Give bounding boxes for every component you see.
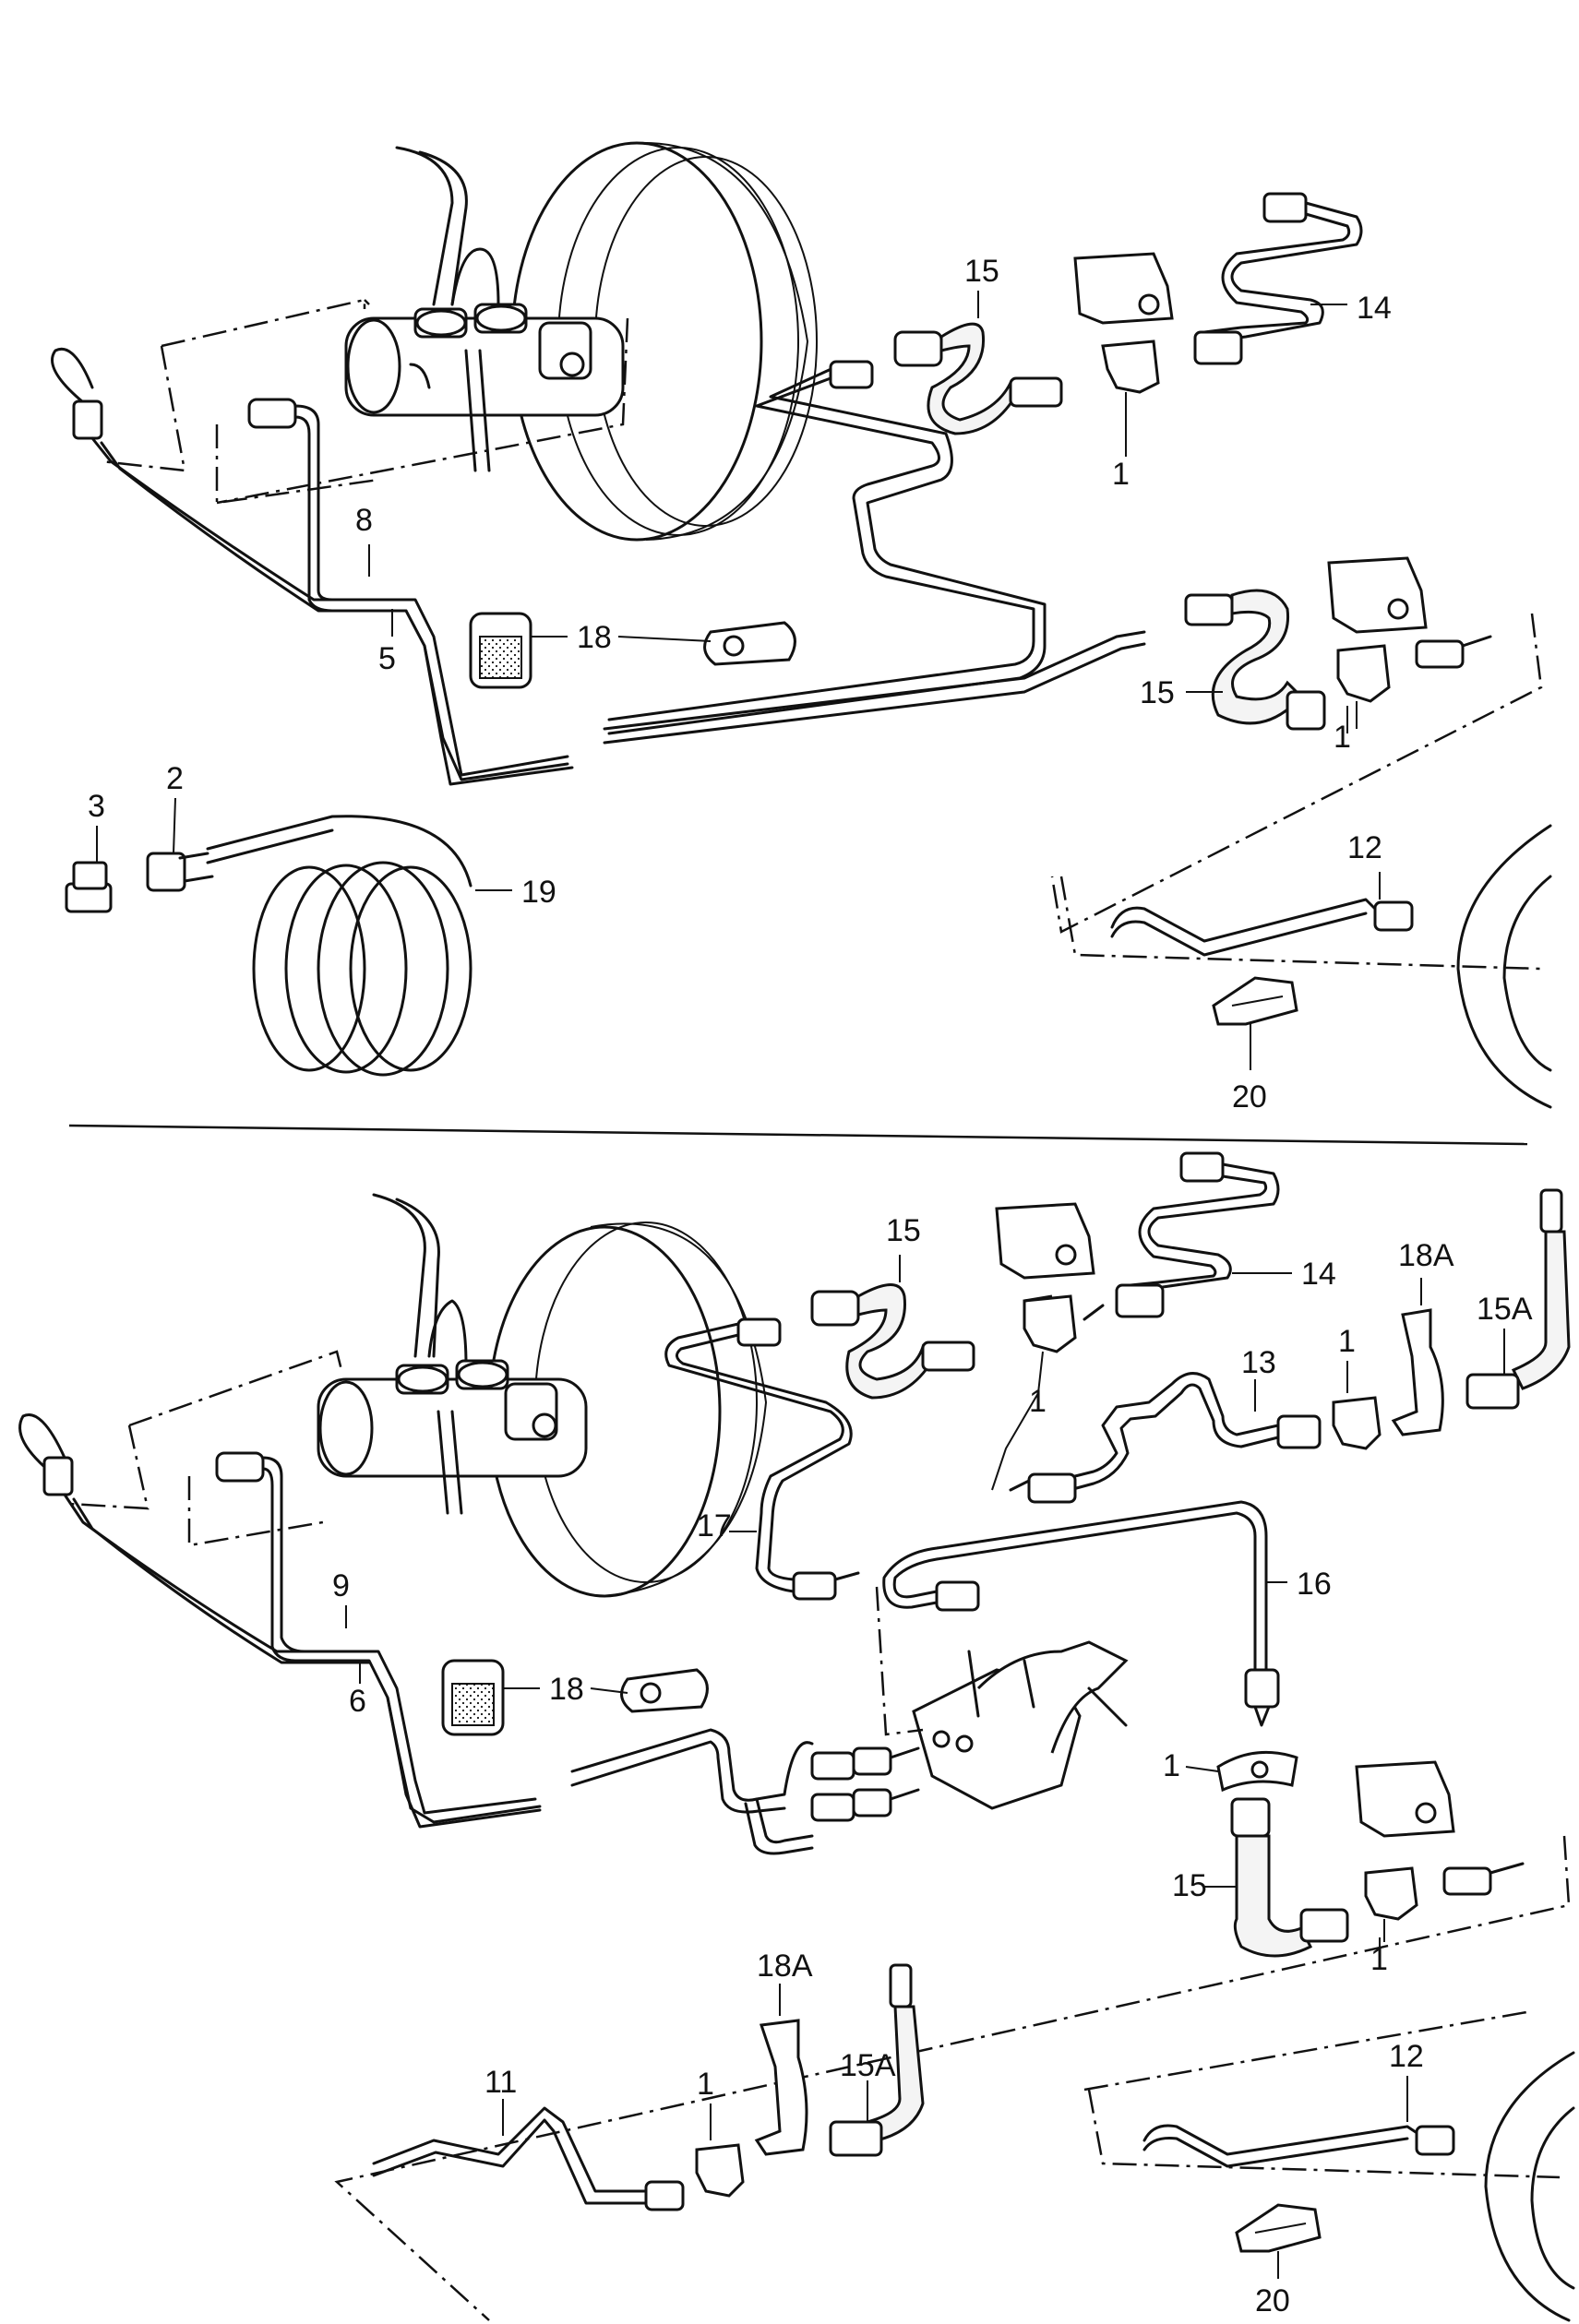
callout-17-bottom: 17 — [697, 1508, 732, 1543]
callout-1-top-b: 1 — [1334, 720, 1351, 755]
brake-booster-top — [510, 141, 818, 542]
callout-11-bottom: 11 — [484, 2065, 517, 2100]
callout-18A-bottom-a: 18A — [1398, 1238, 1454, 1273]
mount-bracket-top-right — [1327, 556, 1428, 729]
mount-bracket-bottom — [991, 1202, 1105, 1491]
callout-15A-bottom-a: 15A — [1477, 1292, 1533, 1327]
callout-20-top: 20 — [1232, 1079, 1267, 1114]
top-assembly — [51, 141, 1552, 1109]
pipe-11-bottom — [372, 2099, 685, 2211]
wheel-drum-bottom — [1484, 2051, 1575, 2322]
pipe-13-bottom — [1009, 1372, 1322, 1504]
hose-15-top — [893, 322, 1063, 435]
section-divider — [68, 1124, 1528, 1146]
callout-15b-bottom: 15 — [1172, 1868, 1207, 1903]
pipe-9-6-bottom — [215, 1451, 542, 1829]
pipe-12-top — [1059, 872, 1542, 971]
callout-labels-bottom: 15 14 18A 15A 1 13 1 9 6 17 16 18 1 15 1… — [332, 1213, 1533, 2318]
pipe-14-top — [1193, 192, 1363, 365]
tube-end-left-bottom — [18, 1413, 371, 1664]
hose-15A-upper — [1465, 1188, 1571, 1410]
clip-1-saddle — [1185, 1750, 1298, 1793]
clip-18-top — [469, 612, 796, 689]
pressure-regulator-bracket — [912, 1640, 1129, 1810]
callout-1-top-a: 1 — [1112, 457, 1130, 492]
callout-15b-top: 15 — [1140, 675, 1175, 710]
callout-1-bottom-a: 1 — [1338, 1324, 1356, 1359]
bottom-assembly — [18, 1151, 1575, 2322]
pipe-8-5-top — [247, 398, 574, 786]
fittings-3-2-top — [65, 797, 214, 913]
callout-19-top: 19 — [521, 875, 556, 910]
callout-5-top: 5 — [378, 641, 396, 676]
callout-1-bottom-d: 1 — [1370, 1942, 1388, 1977]
hose-15b-top — [1184, 589, 1326, 731]
pipe-17-bottom — [664, 1317, 860, 1601]
callout-16-bottom: 16 — [1297, 1567, 1332, 1602]
hose-15-bottom-upper — [810, 1255, 975, 1400]
clip-20-bottom — [1235, 2203, 1322, 2279]
bracket-18A-lower — [754, 1984, 808, 2156]
pipe-12-bottom — [1142, 2076, 1455, 2168]
callout-14-bottom: 14 — [1301, 1257, 1336, 1292]
callout-18-top: 18 — [577, 620, 612, 655]
master-cylinder-bottom — [317, 1193, 588, 1515]
callout-1-bottom-b: 1 — [1029, 1384, 1047, 1419]
callout-18A-bottom-b: 18A — [757, 1949, 813, 1984]
callout-3-top: 3 — [88, 789, 105, 824]
wheel-drum-top — [1456, 824, 1552, 1109]
pipes-into-valve — [570, 1586, 924, 1855]
callout-9-bottom: 9 — [332, 1568, 350, 1603]
callout-20-bottom: 20 — [1255, 2283, 1290, 2318]
pipe-14-bottom — [1115, 1151, 1292, 1318]
callout-1-bottom-e: 1 — [697, 2067, 714, 2102]
callout-13-bottom: 13 — [1241, 1345, 1276, 1380]
clip-1-upper — [1023, 1294, 1053, 1303]
callout-18-bottom: 18 — [549, 1672, 584, 1707]
callout-12-top: 12 — [1347, 830, 1382, 865]
callout-1-bottom-c: 1 — [1163, 1748, 1180, 1783]
master-cylinder-top — [344, 146, 625, 472]
coil-pipe-19-top — [206, 815, 512, 1077]
hose-15A-lower — [829, 1963, 925, 2157]
union-top-right — [1415, 639, 1465, 669]
mount-bracket-bottom-right — [1355, 1760, 1525, 1942]
clip-20-top — [1212, 976, 1298, 1070]
pipe-16-bottom — [882, 1500, 1287, 1727]
long-pipe-top — [603, 360, 1146, 745]
hose-15-bottom-lower — [1204, 1797, 1349, 1958]
callout-2-top: 2 — [166, 761, 184, 796]
callout-15-top: 15 — [964, 254, 999, 289]
callout-15A-bottom-b: 15A — [840, 2048, 896, 2083]
callout-6-bottom: 6 — [349, 1684, 366, 1719]
clip-18-bottom — [441, 1659, 709, 1736]
callout-15-bottom: 15 — [886, 1213, 921, 1248]
tube-end-left-top — [51, 348, 408, 613]
callout-labels-top: 15 14 1 8 5 18 15 1 3 2 19 12 20 — [88, 254, 1392, 1114]
callout-8-top: 8 — [355, 503, 373, 538]
clip-1-lower — [695, 2104, 745, 2198]
callout-14-top: 14 — [1357, 291, 1392, 326]
bracket-18A-upper — [1391, 1278, 1444, 1436]
callout-12-bottom: 12 — [1389, 2039, 1424, 2074]
clip-1-mid-right — [1332, 1361, 1382, 1450]
mount-bracket-top — [1073, 252, 1174, 457]
